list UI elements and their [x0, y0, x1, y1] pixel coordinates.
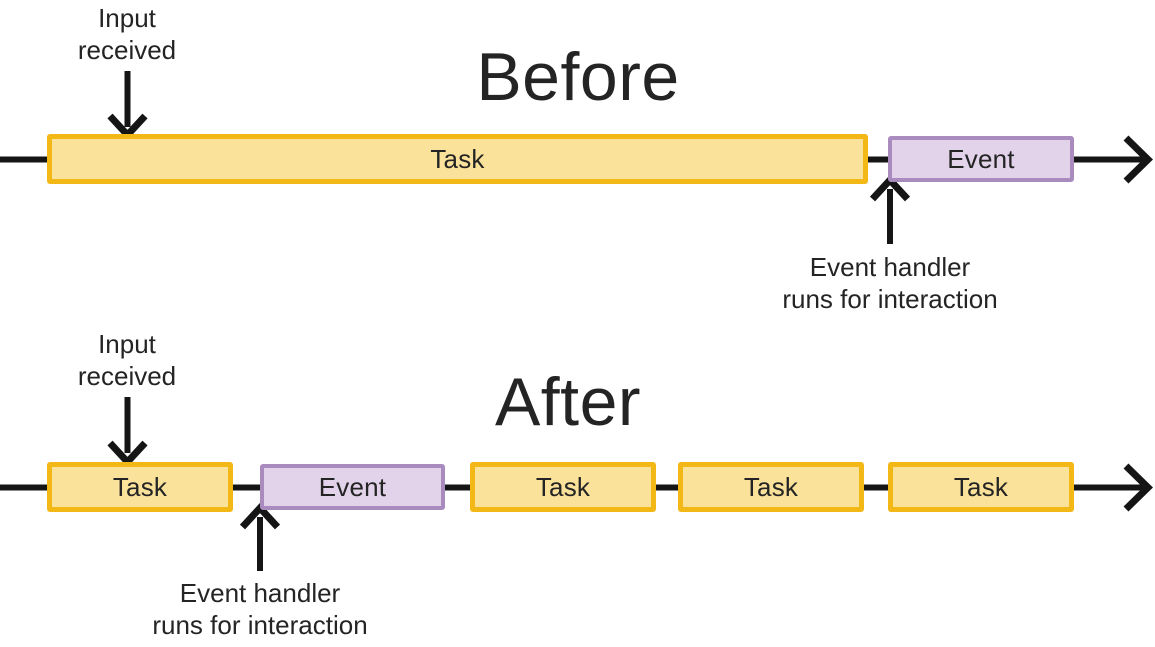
before-input-line2: received — [77, 35, 177, 65]
after-handler-line2: runs for interaction — [152, 610, 368, 640]
after-handler-arrowhead-icon — [239, 502, 281, 530]
after-event-label: Event — [318, 471, 387, 502]
before-event-label: Event — [947, 143, 1015, 174]
after-timeline-arrowhead-icon — [1123, 463, 1154, 512]
before-handler-annotation: Event handler runs for interaction — [740, 251, 1040, 315]
after-task-box-2: Task — [470, 462, 656, 512]
after-input-arrowhead-icon — [107, 440, 148, 468]
after-task-3-label: Task — [743, 471, 799, 502]
after-task-box-1: Task — [47, 462, 233, 512]
before-handler-line1: Event handler — [809, 252, 971, 282]
before-task-label: Task — [430, 143, 485, 174]
before-timeline-arrowhead-icon — [1123, 135, 1154, 184]
after-task-box-3: Task — [678, 462, 864, 512]
before-title: Before — [476, 39, 680, 115]
before-handler-arrowhead-icon — [869, 174, 911, 202]
after-handler-line1: Event handler — [179, 578, 341, 608]
after-task-2-label: Task — [535, 471, 591, 502]
after-input-line1: Input — [98, 329, 156, 359]
before-task-box: Task — [47, 134, 868, 184]
after-task-box-4: Task — [888, 462, 1074, 512]
before-input-arrowhead-icon — [107, 113, 148, 141]
before-input-annotation: Input received — [27, 2, 227, 66]
before-handler-line2: runs for interaction — [782, 284, 998, 314]
after-task-1-label: Task — [112, 471, 168, 502]
after-task-4-label: Task — [953, 471, 1009, 502]
after-event-box: Event — [260, 464, 445, 510]
after-input-line2: received — [77, 361, 177, 391]
before-event-box: Event — [888, 136, 1074, 182]
after-handler-annotation: Event handler runs for interaction — [110, 577, 410, 641]
after-input-annotation: Input received — [27, 328, 227, 392]
before-input-line1: Input — [98, 3, 156, 33]
after-title: After — [494, 364, 642, 440]
